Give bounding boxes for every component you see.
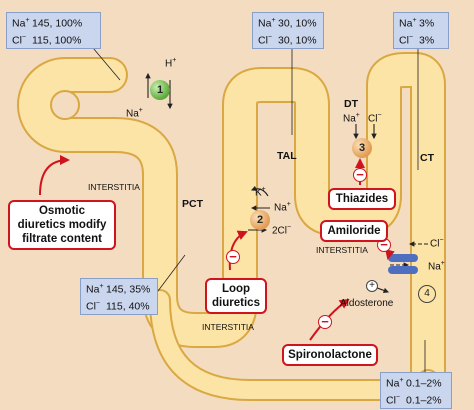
segment-label-tal: TAL <box>277 150 297 162</box>
two-chloride-label: 2Cl− <box>272 224 292 237</box>
urine-filtrate-box: Na+0.1–2% Cl−0.1–2% <box>380 372 452 409</box>
interstitia-label-middle: INTERSTITIA <box>316 245 368 255</box>
inhibit-thiazide-icon: − <box>353 168 367 182</box>
stimulate-aldosterone-icon: + <box>366 280 378 292</box>
chloride-label: Cl− <box>12 33 27 47</box>
sodium-channel <box>388 254 418 274</box>
nephron-tubule <box>17 52 446 401</box>
sodium-ion-label-ct: Na+ <box>428 260 445 273</box>
pct-filtrate-box: Na+145, 35% Cl−115, 40% <box>80 278 158 315</box>
sodium-ion-label-tal: Na+ <box>274 201 291 214</box>
sodium-label: Na+ <box>12 17 30 30</box>
aldosterone-label: Aldosterone <box>340 298 394 309</box>
inhibit-loop-icon: − <box>226 250 240 264</box>
loop-diuretics-box: Loop diuretics <box>205 278 267 314</box>
transporter-4: 4 <box>418 285 436 303</box>
ct-filtrate-box: Na+3% Cl−3% <box>393 12 449 49</box>
chloride-ion-label-ct: Cl− <box>430 237 444 250</box>
tal-filtrate-box: Na+30, 10% Cl−30, 10% <box>252 12 324 49</box>
chloride-ion-label-dt: Cl− <box>368 112 382 125</box>
glomerular-filtrate-box: Na+145, 100% Cl−115, 100% <box>6 12 101 49</box>
thiazides-box: Thiazides <box>328 188 396 210</box>
potassium-ion-label: K+ <box>255 186 266 199</box>
transporter-1: 1 <box>150 80 170 100</box>
osmotic-diuretics-box: Osmotic diuretics modify filtrate conten… <box>8 200 116 250</box>
spironolactone-box: Spironolactone <box>282 344 378 366</box>
sodium-ion-label-dt: Na+ <box>343 112 360 125</box>
interstitia-label-bottom: INTERSTITIA <box>202 322 254 332</box>
pointer-lines <box>87 41 426 372</box>
interstitia-label-left: INTERSTITIA <box>88 182 140 192</box>
amiloride-box: Amiloride <box>320 220 388 242</box>
transport-arrows <box>145 72 428 294</box>
segment-label-dt: DT <box>344 98 358 110</box>
segment-label-pct: PCT <box>182 198 203 210</box>
inhibit-spironolactone-icon: − <box>318 315 332 329</box>
hydrogen-ion-label: H+ <box>165 57 177 70</box>
transporter-2: 2 <box>250 210 270 230</box>
sodium-ion-label-pct: Na+ <box>126 107 143 120</box>
segment-label-ct: CT <box>420 152 434 164</box>
transporter-3: 3 <box>352 138 372 158</box>
